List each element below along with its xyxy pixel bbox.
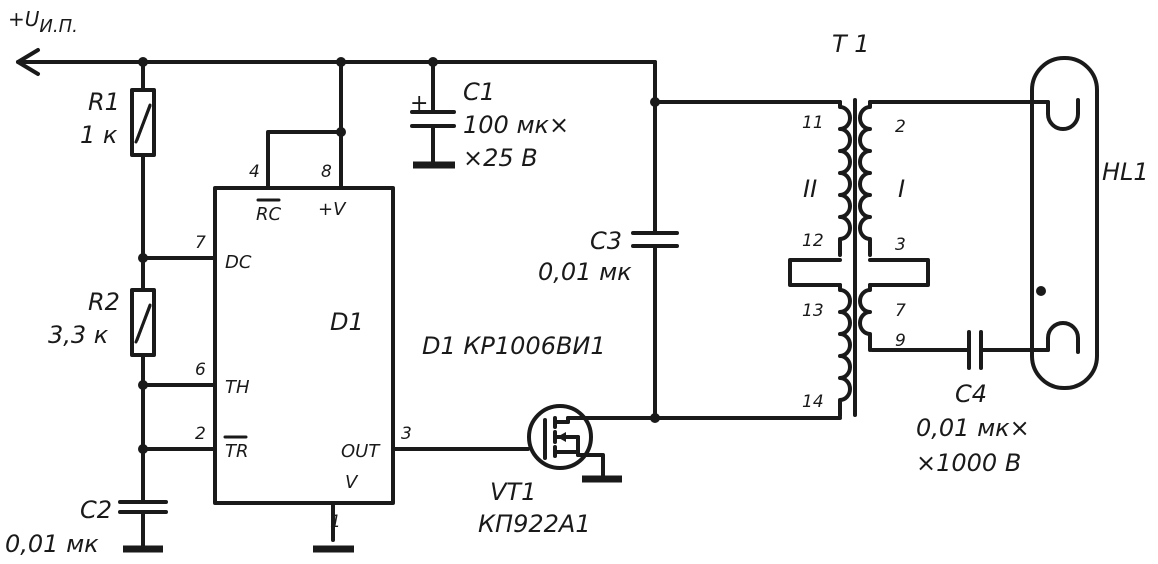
capacitor-c3: [631, 231, 679, 248]
junction-dot: [336, 127, 346, 137]
r2-ref: R2: [88, 288, 120, 316]
c4-value-line2: ×1000 В: [916, 449, 1021, 477]
t1-pin14: 14: [802, 392, 824, 412]
c2-value: 0,01 мк: [5, 530, 99, 558]
d1-sig-out: OUT: [341, 441, 381, 462]
resistor-r1: [130, 88, 156, 157]
vt1-part: КП922А1: [478, 510, 591, 538]
c2-ref: C2: [80, 496, 112, 524]
transistor-vt1: [527, 404, 593, 470]
c1-ref: C1: [463, 78, 495, 106]
t1-pin11: 11: [802, 113, 824, 133]
d1-pin7: 7: [195, 233, 206, 253]
d1-sig-v: V: [345, 472, 359, 493]
t1-pin9: 9: [895, 331, 906, 351]
junction-dot: [650, 97, 660, 107]
c4-value-line1: 0,01 мк×: [916, 414, 1030, 442]
c4-ref: C4: [955, 380, 987, 408]
junction-dot: [336, 57, 346, 67]
d1-pin1: 1: [330, 512, 341, 532]
r2-value: 3,3 к: [48, 321, 109, 349]
capacitor-c2: [118, 500, 168, 514]
wire-pin4: [266, 130, 343, 190]
r1-ref: R1: [88, 88, 120, 116]
d1-pin4: 4: [249, 162, 260, 182]
d1-pin2: 2: [195, 424, 206, 444]
t1-pin7: 7: [895, 301, 906, 321]
t1-pin13: 13: [802, 301, 824, 321]
c1-plus-icon: +: [410, 91, 428, 116]
c3-value: 0,01 мк: [538, 258, 632, 286]
chip-d1: [213, 186, 395, 505]
c1-value-line2: ×25 В: [463, 144, 538, 172]
t1-pin2: 2: [895, 117, 906, 137]
d1-pin6: 6: [195, 360, 206, 380]
t1-pin12: 12: [802, 231, 824, 251]
junction-dot: [428, 57, 438, 67]
hl1-ref: HL1: [1102, 158, 1149, 186]
junction-dot: [138, 57, 148, 67]
junction-dot: [138, 253, 148, 263]
d1-sig-rc: RC: [256, 204, 282, 225]
supply-arrow-icon: [16, 48, 40, 76]
resistor-r2: [130, 288, 156, 357]
d1-sig-vplus: +V: [318, 199, 347, 220]
r1-value: 1 к: [80, 121, 118, 149]
t1-pin3: 3: [895, 235, 906, 255]
d1-part: D1 КР1006ВИ1: [422, 332, 606, 360]
d1-sig-dc: DC: [225, 252, 252, 273]
vt1-ref: VT1: [490, 478, 536, 506]
junction-dot: [138, 380, 148, 390]
d1-ref: D1: [330, 308, 364, 336]
t1-winding-ii: II: [803, 175, 817, 203]
capacitor-c1: [410, 110, 456, 128]
d1-sig-tr: TR: [225, 441, 249, 462]
junction-dot: [138, 444, 148, 454]
c3-ref: C3: [590, 227, 622, 255]
capacitor-c4: [870, 330, 1050, 370]
d1-sig-th: TH: [225, 377, 250, 398]
c1-value-line1: 100 мк×: [463, 111, 569, 139]
transformer-t1: [788, 98, 930, 418]
d1-pin3: 3: [401, 424, 412, 444]
t1-ref: T 1: [832, 30, 870, 58]
junction-dot: [650, 413, 660, 423]
supply-label: +UИ.П.: [8, 7, 78, 37]
t1-winding-i: I: [898, 175, 905, 203]
d1-pin8: 8: [321, 162, 332, 182]
lamp-hl1: [1030, 56, 1099, 390]
